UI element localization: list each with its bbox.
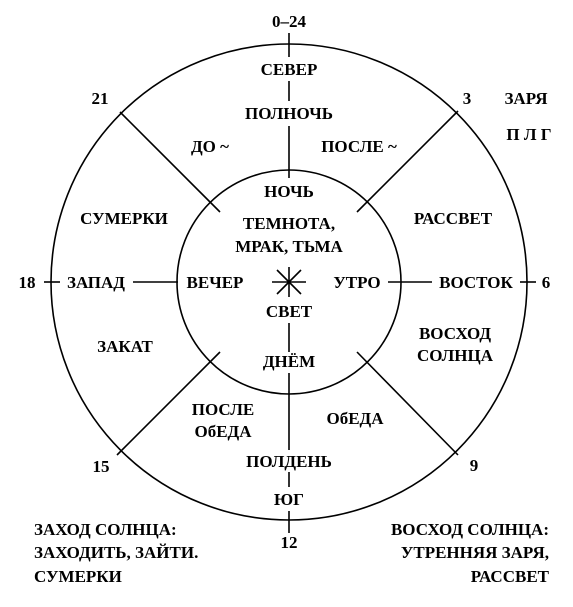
hour-0-24: 0–24 — [272, 12, 307, 31]
label-noon: ПОЛДЕНЬ — [246, 452, 332, 471]
label-morning: УТРО — [333, 273, 380, 292]
label-after: ПОСЛЕ ~ — [321, 137, 397, 156]
note-bottom-left-3: СУМЕРКИ — [34, 567, 122, 586]
hour-15: 15 — [93, 457, 110, 476]
label-night: НОЧЬ — [264, 182, 314, 201]
label-lunch: ОбЕДА — [326, 409, 384, 428]
label-darkness-1: ТЕМНОТА, — [243, 214, 335, 233]
note-top-right-2: П Л Г — [506, 125, 551, 144]
hour-6: 6 — [542, 273, 551, 292]
hour-12: 12 — [281, 533, 298, 552]
hour-9: 9 — [470, 456, 479, 475]
label-sunrise-1: ВОСХОД — [419, 324, 491, 343]
note-bottom-left-1: ЗАХОД СОЛНЦА: — [34, 520, 177, 539]
label-north: СЕВЕР — [261, 60, 318, 79]
label-west: ЗАПАД — [67, 273, 125, 292]
label-after-lunch-2: ОбЕДА — [194, 422, 252, 441]
label-south: ЮГ — [274, 490, 304, 509]
label-darkness-2: МРАК, ТЬМА — [235, 237, 343, 256]
label-sunset: ЗАКАТ — [97, 337, 153, 356]
label-after-lunch-1: ПОСЛЕ — [192, 400, 255, 419]
hour-18: 18 — [19, 273, 36, 292]
label-east: ВОСТОК — [439, 273, 513, 292]
hour-3: 3 — [463, 89, 472, 108]
note-bottom-right-1: ВОСХОД СОЛНЦА: — [391, 520, 549, 539]
label-evening: ВЕЧЕР — [187, 273, 244, 292]
note-bottom-left-2: ЗАХОДИТЬ, ЗАЙТИ. — [34, 543, 198, 562]
note-top-right-1: ЗАРЯ — [504, 89, 547, 108]
label-sunrise-2: СОЛНЦА — [417, 346, 494, 365]
label-before: ДО ~ — [191, 137, 229, 156]
label-twilight: СУМЕРКИ — [80, 209, 168, 228]
note-bottom-right-3: РАССВЕТ — [471, 567, 550, 586]
center-star-icon — [272, 267, 306, 297]
label-daytime: ДНЁМ — [263, 352, 315, 371]
diagonal-lines — [116, 110, 459, 456]
label-midnight: ПОЛНОЧЬ — [245, 104, 333, 123]
hour-21: 21 — [92, 89, 109, 108]
label-dawn: РАССВЕТ — [414, 209, 493, 228]
label-light: СВЕТ — [266, 302, 313, 321]
note-bottom-right-2: УТРЕННЯЯ ЗАРЯ, — [401, 543, 549, 562]
